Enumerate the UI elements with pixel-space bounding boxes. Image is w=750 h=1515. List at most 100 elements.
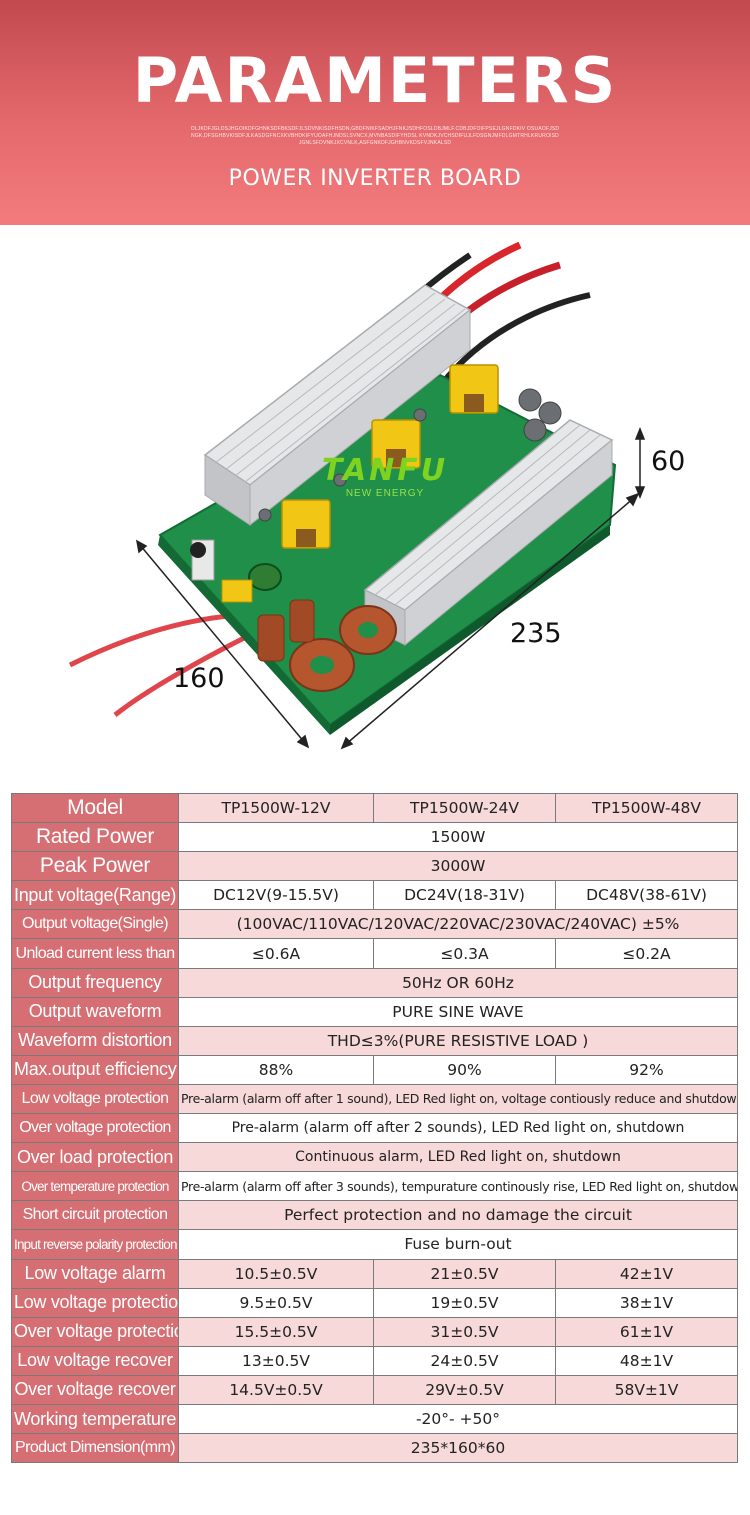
row-value: DC24V(18-31V) xyxy=(373,880,556,911)
row-value: Continuous alarm, LED Red light on, shut… xyxy=(178,1142,738,1173)
row-value: 1500W xyxy=(178,822,738,853)
row-value: 88% xyxy=(178,1054,374,1085)
table-row: Output voltage(Single) (100VAC/110VAC/12… xyxy=(11,909,738,940)
table-row: Input reverse polarity protection Fuse b… xyxy=(11,1229,738,1260)
table-header-cell: TP1500W-48V xyxy=(555,792,738,824)
row-value: Pre-alarm (alarm off after 3 sounds), te… xyxy=(178,1171,738,1202)
row-value: 24±0.5V xyxy=(373,1345,556,1376)
parameter-table: Model TP1500W-12V TP1500W-24V TP1500W-48… xyxy=(11,792,738,1464)
row-value: Pre-alarm (alarm off after 1 sound), LED… xyxy=(178,1083,738,1115)
row-value: 19±0.5V xyxy=(373,1287,556,1318)
table-row: Low voltage protection 9.5±0.5V 19±0.5V … xyxy=(11,1287,738,1318)
dimension-length: 235 xyxy=(510,618,562,649)
row-value: ≤0.2A xyxy=(555,938,738,969)
row-value: 90% xyxy=(373,1054,556,1085)
table-header-row: Model TP1500W-12V TP1500W-24V TP1500W-48… xyxy=(11,792,738,824)
row-label: Unload current less than xyxy=(11,938,179,969)
dimension-width: 160 xyxy=(173,663,225,694)
row-label: Input reverse polarity protection xyxy=(11,1229,179,1260)
row-value: 3000W xyxy=(178,851,738,882)
inverter-board-illustration xyxy=(68,241,646,750)
table-row: Low voltage recover 13±0.5V 24±0.5V 48±1… xyxy=(11,1345,738,1376)
table-row: Working temperature -20°- +50° xyxy=(11,1403,738,1435)
row-value: 42±1V xyxy=(555,1258,738,1289)
row-value: DC48V(38-61V) xyxy=(555,880,738,911)
product-image: TANFU NEW ENERGY 60 235 160 xyxy=(0,225,750,785)
table-row: Over voltage protection 15.5±0.5V 31±0.5… xyxy=(11,1316,738,1347)
table-row: Max.output efficiency 88% 90% 92% xyxy=(11,1054,738,1085)
table-row: Output frequency 50Hz OR 60Hz xyxy=(11,967,738,998)
row-label: Over voltage recover xyxy=(11,1374,179,1405)
table-row: Product Dimension(mm) 235*160*60 xyxy=(11,1433,738,1464)
row-value: 38±1V xyxy=(555,1287,738,1318)
table-row: Over voltage recover 14.5V±0.5V 29V±0.5V… xyxy=(11,1374,738,1405)
row-label: Working temperature xyxy=(11,1403,179,1435)
row-label: Low voltage alarm xyxy=(11,1258,179,1289)
row-value: DC12V(9-15.5V) xyxy=(178,880,374,911)
header-banner: PARAMETERS OLJKDFJGLDSJHGOIKDFGHNKSDFBKS… xyxy=(0,0,750,225)
row-label: Rated Power xyxy=(11,822,179,853)
row-value: 21±0.5V xyxy=(373,1258,556,1289)
row-label: Short circuit protection xyxy=(11,1200,179,1231)
row-label: Low voltage recover xyxy=(11,1345,179,1376)
table-row: Over voltage protection Pre-alarm (alarm… xyxy=(11,1113,738,1144)
row-value: 15.5±0.5V xyxy=(178,1316,374,1347)
brand-logo-subtext: NEW ENERGY xyxy=(345,488,425,499)
row-value: Perfect protection and no damage the cir… xyxy=(178,1200,738,1231)
page-title: PARAMETERS xyxy=(132,44,618,117)
table-row: Low voltage alarm 10.5±0.5V 21±0.5V 42±1… xyxy=(11,1258,738,1289)
table-row: Short circuit protection Perfect protect… xyxy=(11,1200,738,1231)
table-row: Peak Power 3000W xyxy=(11,851,738,882)
decorative-text: OLJKDFJGLDSJHGOIKDFGHNKSDFBKSDFJLSDVNKIS… xyxy=(190,126,560,146)
row-value: 92% xyxy=(555,1054,738,1085)
row-label: Over load protection xyxy=(11,1142,179,1173)
row-label: Over temperature protection xyxy=(11,1171,179,1202)
dimension-height: 60 xyxy=(651,446,686,477)
row-label: Over voltage protection xyxy=(11,1113,179,1144)
table-row: Waveform distortion THD≤3%(PURE RESISTIV… xyxy=(11,1025,738,1056)
row-label: Waveform distortion xyxy=(11,1025,179,1056)
row-value: -20°- +50° xyxy=(178,1403,738,1435)
page-subtitle: POWER INVERTER BOARD xyxy=(228,166,522,191)
table-row: Rated Power 1500W xyxy=(11,822,738,853)
row-value: 235*160*60 xyxy=(178,1433,738,1464)
row-value: 58V±1V xyxy=(555,1374,738,1405)
table-row: Over load protection Continuous alarm, L… xyxy=(11,1142,738,1173)
row-value: 10.5±0.5V xyxy=(178,1258,374,1289)
row-value: 9.5±0.5V xyxy=(178,1287,374,1318)
row-value: 14.5V±0.5V xyxy=(178,1374,374,1405)
row-value: ≤0.3A xyxy=(373,938,556,969)
row-value: Fuse burn-out xyxy=(178,1229,738,1260)
table-header-cell: TP1500W-24V xyxy=(373,792,556,824)
row-label: Max.output efficiency xyxy=(11,1054,179,1085)
row-value: 50Hz OR 60Hz xyxy=(178,967,738,998)
table-row: Over temperature protection Pre-alarm (a… xyxy=(11,1171,738,1202)
row-label: Over voltage protection xyxy=(11,1316,179,1347)
row-value: THD≤3%(PURE RESISTIVE LOAD ) xyxy=(178,1025,738,1056)
row-label: Product Dimension(mm) xyxy=(11,1433,179,1464)
row-value: Pre-alarm (alarm off after 2 sounds), LE… xyxy=(178,1113,738,1144)
row-value: PURE SINE WAVE xyxy=(178,996,738,1027)
brand-logo: TANFU NEW ENERGY xyxy=(310,453,460,499)
row-value: 61±1V xyxy=(555,1316,738,1347)
row-label: Low voltage protection xyxy=(11,1083,179,1115)
row-label: Output frequency xyxy=(11,967,179,998)
brand-logo-text: TANFU xyxy=(321,453,449,488)
row-value: (100VAC/110VAC/120VAC/220VAC/230VAC/240V… xyxy=(178,909,738,940)
row-value: 31±0.5V xyxy=(373,1316,556,1347)
table-row: Unload current less than ≤0.6A ≤0.3A ≤0.… xyxy=(11,938,738,969)
row-label: Input voltage(Range) xyxy=(11,880,179,911)
row-label: Output voltage(Single) xyxy=(11,909,179,940)
row-label: Low voltage protection xyxy=(11,1287,179,1318)
row-value: 48±1V xyxy=(555,1345,738,1376)
table-row: Output waveform PURE SINE WAVE xyxy=(11,996,738,1027)
row-label: Peak Power xyxy=(11,851,179,882)
row-label: Output waveform xyxy=(11,996,179,1027)
table-header-cell: TP1500W-12V xyxy=(178,792,374,824)
table-row: Input voltage(Range) DC12V(9-15.5V) DC24… xyxy=(11,880,738,911)
table-row: Low voltage protection Pre-alarm (alarm … xyxy=(11,1083,738,1115)
row-value: 13±0.5V xyxy=(178,1345,374,1376)
row-value: ≤0.6A xyxy=(178,938,374,969)
table-header-cell: Model xyxy=(11,792,179,824)
row-value: 29V±0.5V xyxy=(373,1374,556,1405)
